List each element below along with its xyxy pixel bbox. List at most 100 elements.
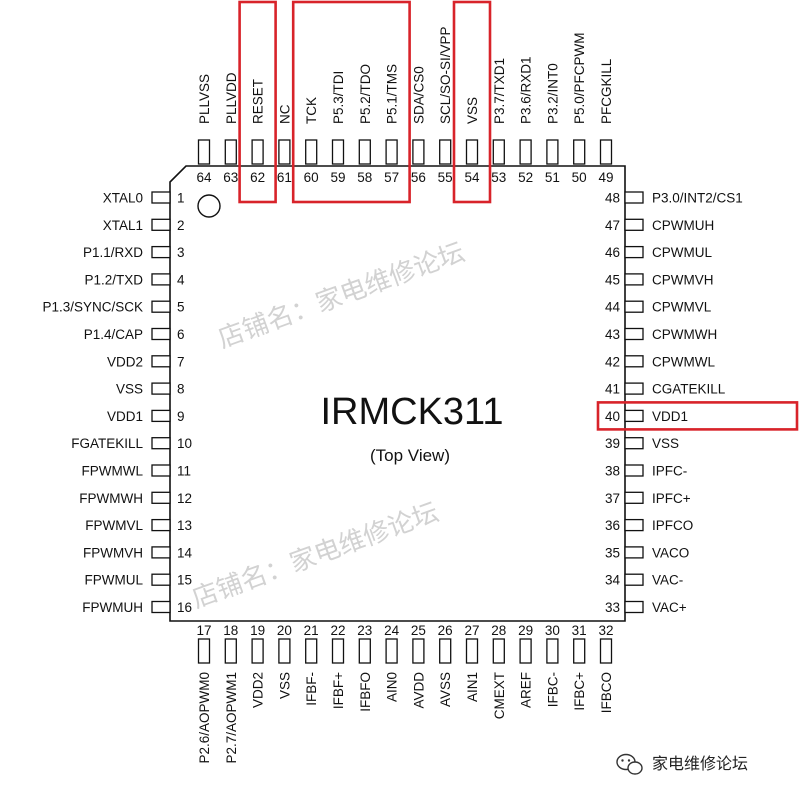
- pin-label: CPWMWL: [652, 354, 715, 369]
- pin-label: CMEXT: [492, 672, 507, 719]
- pin-label: RESET: [251, 79, 266, 124]
- pin-lead: [151, 491, 171, 504]
- pin-number: 51: [545, 170, 560, 185]
- pin-label: CPWMWH: [652, 327, 717, 342]
- pin-number: 22: [330, 623, 345, 638]
- pin-label: VDD1: [652, 409, 688, 424]
- pin-number: 5: [177, 300, 185, 315]
- pin-label: P5.1/TMS: [385, 64, 400, 124]
- pin-number: 63: [223, 170, 238, 185]
- pin-number: 8: [177, 382, 185, 397]
- pin-label: VACO: [652, 545, 689, 560]
- pin-label: VSS: [652, 436, 679, 451]
- pin-number: 16: [177, 600, 192, 615]
- pin-lead: [305, 139, 318, 165]
- pin-number: 45: [605, 272, 620, 287]
- pin-number: 3: [177, 245, 185, 260]
- pin-lead: [358, 638, 371, 664]
- pin-label: SCL/SO-SI/VPP: [438, 26, 453, 124]
- pin-label: P3.0/INT2/CS1: [652, 191, 743, 206]
- pin-number: 59: [330, 170, 345, 185]
- pin-lead: [151, 300, 171, 313]
- pin-number: 50: [572, 170, 587, 185]
- pin-lead: [624, 437, 644, 450]
- pin-number: 17: [196, 623, 211, 638]
- pin-lead: [151, 546, 171, 559]
- pin-number: 56: [411, 170, 426, 185]
- pin-lead: [278, 139, 291, 165]
- pin-label: IFBCO: [599, 672, 614, 713]
- pin-lead: [331, 139, 345, 165]
- chip-name: IRMCK311: [320, 391, 503, 433]
- pin-label: FPWMVH: [83, 545, 143, 560]
- pin-label: CPWMUL: [652, 245, 712, 260]
- pin-lead: [573, 638, 586, 664]
- pin-lead: [151, 245, 171, 259]
- pin-label: PLLVSS: [197, 74, 212, 124]
- pin-label: FPWMWH: [79, 491, 143, 506]
- pin-number: 15: [177, 573, 192, 588]
- watermark-text: 店铺名：家电维修论坛: [214, 237, 469, 354]
- pin-lead: [358, 139, 371, 165]
- pin-label: IFBFO: [358, 672, 373, 712]
- pin-lead: [412, 638, 425, 664]
- pin-lead: [624, 191, 644, 204]
- pin-8: 8 VSS: [116, 382, 185, 397]
- pin-number: 20: [277, 623, 292, 638]
- pin-number: 37: [605, 491, 620, 506]
- pin-lead: [492, 638, 505, 664]
- pin-lead: [224, 139, 237, 165]
- pin-number: 60: [304, 170, 319, 185]
- pin-label: AVDD: [411, 672, 426, 709]
- pin-label: IPFC+: [652, 491, 691, 506]
- pin-number: 12: [177, 491, 192, 506]
- pin-lead: [197, 139, 211, 165]
- pin-number: 27: [464, 623, 479, 638]
- pin-lead: [251, 638, 264, 664]
- pin-number: 1: [177, 191, 185, 206]
- pin-label: VDD1: [107, 409, 143, 424]
- pin-label: VSS: [116, 382, 143, 397]
- pin-6: 6P1.4/CAP: [84, 327, 185, 342]
- pin-number: 21: [304, 623, 319, 638]
- pin-label: VSS: [277, 672, 292, 699]
- pin-label: XTAL0: [103, 191, 143, 206]
- pin-lead: [151, 409, 171, 423]
- highlight-box: [596, 401, 799, 431]
- pin-lead: [546, 139, 559, 165]
- highlight-box: [291, 0, 411, 204]
- pin-lead: [624, 546, 644, 559]
- pin-lead: [151, 518, 171, 532]
- pin-label: P1.1/RXD: [83, 245, 143, 260]
- pin-number: 29: [518, 623, 533, 638]
- wechat-icon: [616, 753, 643, 775]
- pin-label: FPWMUL: [85, 573, 144, 588]
- pin-label: FPWMVL: [85, 518, 143, 533]
- pin-number: 54: [464, 170, 480, 185]
- pin-lead: [151, 273, 171, 286]
- pin-label: CGATEKILL: [652, 382, 726, 397]
